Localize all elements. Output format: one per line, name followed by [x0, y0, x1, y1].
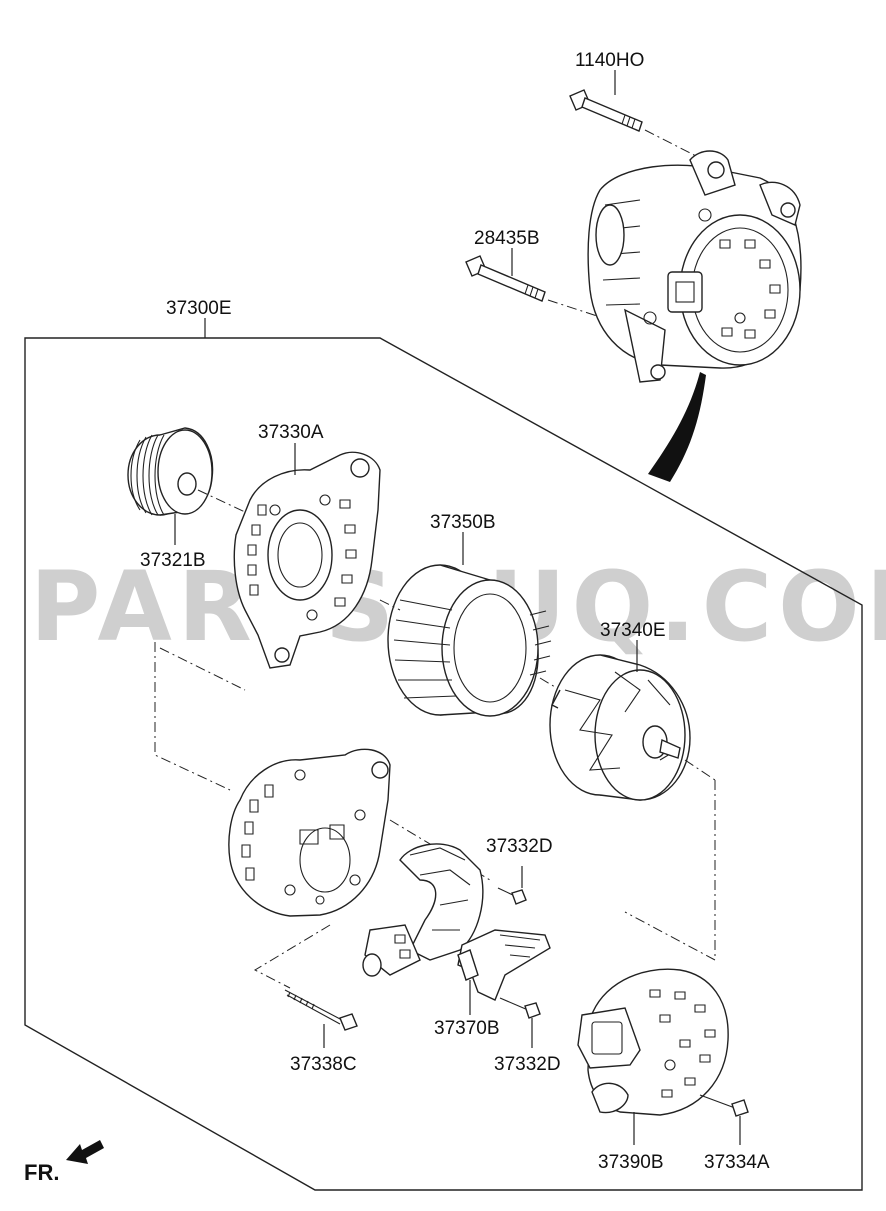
screw-lower-icon	[499, 997, 541, 1048]
assembly-boundary	[24, 337, 863, 1191]
bolt-28435b-icon	[465, 255, 641, 331]
rectifier-icon	[362, 843, 484, 977]
label-28435b: 28435B	[474, 228, 540, 249]
label-37350b: 37350B	[430, 512, 496, 533]
through-bolt-icon	[284, 989, 358, 1048]
label-37334a: 37334A	[704, 1152, 770, 1173]
exploded-direction-arrow	[648, 372, 706, 482]
front-bracket-icon	[233, 451, 381, 669]
label-37338c: 37338C	[290, 1054, 357, 1075]
label-37321b: 37321B	[140, 550, 206, 571]
label-37332d-lower: 37332D	[494, 1054, 561, 1075]
rear-bracket-icon	[228, 748, 391, 917]
label-leaders	[174, 70, 638, 672]
cover-nut-icon	[699, 1094, 749, 1145]
pulley-icon	[127, 427, 246, 516]
front-orientation-label: FR.	[24, 1160, 59, 1185]
front-arrow-icon	[66, 1140, 104, 1164]
rotor-icon	[549, 654, 716, 801]
label-37330a: 37330A	[258, 422, 324, 443]
label-37340e: 37340E	[600, 620, 666, 641]
regulator-icon	[457, 929, 551, 1015]
alignment-lines	[154, 642, 716, 989]
label-37300e: 37300E	[166, 298, 232, 319]
bolt-1140ho-icon	[569, 89, 701, 159]
label-37370b: 37370B	[434, 1018, 500, 1039]
label-37390b: 37390B	[598, 1152, 664, 1173]
rear-cover-icon	[577, 968, 729, 1145]
alternator-assembly-icon	[587, 150, 802, 383]
label-37332d-upper: 37332D	[486, 836, 553, 857]
stator-icon	[379, 564, 561, 717]
screw-upper-icon	[497, 866, 527, 905]
label-1140ho: 1140HO	[575, 50, 644, 71]
